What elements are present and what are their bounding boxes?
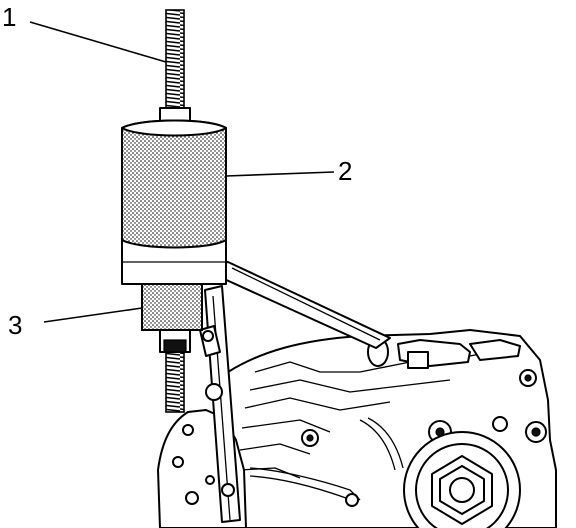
output-flange — [403, 431, 521, 528]
callout-label-3: 3 — [8, 310, 22, 340]
lower-adapter — [141, 283, 203, 353]
leader-line-2 — [225, 171, 335, 177]
tool-body-cylinder — [121, 119, 227, 285]
leader-line-3 — [43, 307, 143, 323]
callout-label-1: 1 — [2, 2, 16, 32]
transaxle-housing — [224, 329, 557, 528]
callout-label-2: 2 — [338, 156, 352, 186]
leader-line-1 — [29, 21, 167, 63]
